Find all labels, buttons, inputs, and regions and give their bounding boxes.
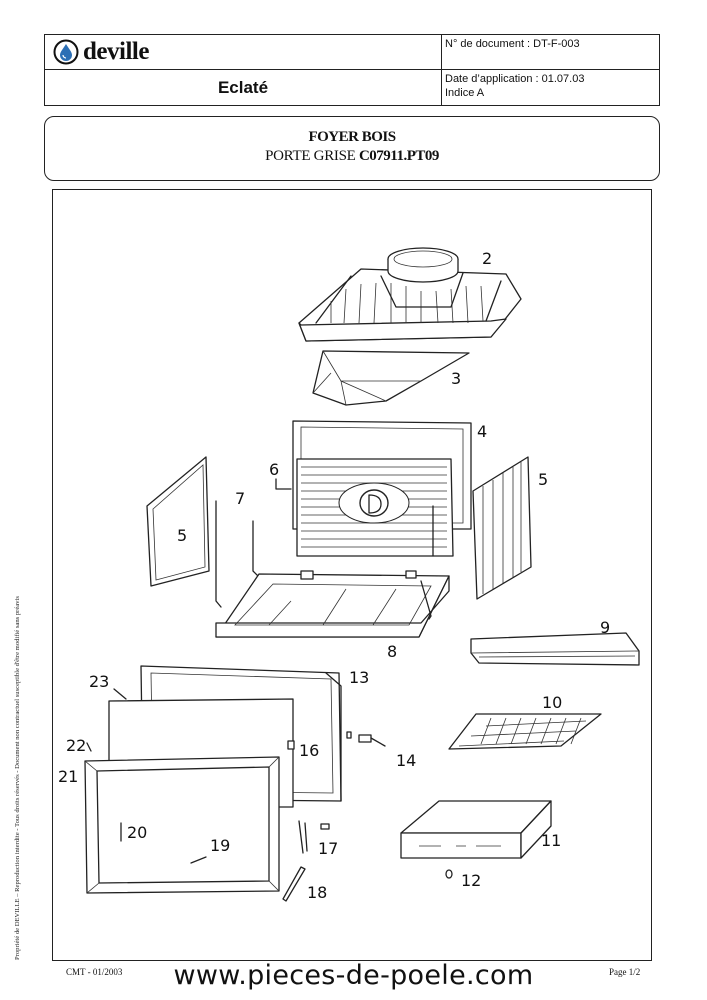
part-number-6: 6 bbox=[269, 460, 279, 479]
part-number-22: 22 bbox=[66, 736, 86, 755]
part-number-8: 8 bbox=[387, 642, 397, 661]
deville-logo: deville bbox=[53, 38, 149, 66]
part-12-screw bbox=[445, 869, 453, 879]
part-14-hinge bbox=[346, 731, 386, 747]
part-number-19: 19 bbox=[210, 836, 230, 855]
part-5-left-side-panel bbox=[146, 456, 210, 587]
part-18-key bbox=[282, 866, 306, 902]
part-number-4: 4 bbox=[477, 422, 487, 441]
part-number-9: 9 bbox=[600, 618, 610, 637]
part-number-23: 23 bbox=[89, 672, 109, 691]
part-number-17: 17 bbox=[318, 839, 338, 858]
part-number-21: 21 bbox=[58, 767, 78, 786]
footer-page-number: Page 1/2 bbox=[609, 967, 641, 977]
page-title: Eclaté bbox=[217, 78, 269, 97]
part-7-rod-b bbox=[252, 520, 260, 578]
footer-revision: CMT - 01/2003 bbox=[66, 967, 123, 977]
part-number-14: 14 bbox=[396, 751, 416, 770]
footer-website: www.pieces-de-poele.com bbox=[173, 960, 534, 991]
part-number-16: 16 bbox=[299, 741, 319, 760]
part-9-log-guard bbox=[470, 632, 640, 666]
part-6-fireback-plate bbox=[296, 458, 454, 557]
header-divider-horizontal bbox=[45, 69, 659, 70]
exploded-view-drawing: 2 3 4 6 5 7 5 bbox=[58, 247, 640, 902]
header-table: deville Eclaté N° de document : DT-F-003… bbox=[44, 34, 660, 106]
product-title: FOYER BOIS bbox=[308, 129, 396, 145]
part-number-12: 12 bbox=[461, 871, 481, 890]
part-5-right-side-panel bbox=[472, 456, 532, 600]
part-number-5-right: 5 bbox=[538, 470, 548, 489]
title-box: FOYER BOIS PORTE GRISE C07911.PT09 bbox=[44, 116, 660, 181]
logo-text: deville bbox=[83, 38, 149, 65]
part-number-10: 10 bbox=[542, 693, 562, 712]
document-number: N° de document : DT-F-003 bbox=[445, 38, 580, 50]
part-10-grate bbox=[448, 713, 602, 750]
part-number-18: 18 bbox=[307, 883, 327, 902]
part-17-handle bbox=[298, 820, 330, 854]
part-number-20: 20 bbox=[127, 823, 147, 842]
part-number-7: 7 bbox=[235, 489, 245, 508]
part-16-clip bbox=[287, 740, 295, 750]
copyright-side-text: Propriété de DEVILLE – Reproduction inte… bbox=[14, 596, 21, 960]
header-divider-vertical bbox=[441, 35, 442, 105]
part-3-deflector bbox=[312, 350, 470, 406]
leader-line-6 bbox=[275, 478, 292, 490]
leader-line-23 bbox=[113, 688, 127, 700]
part-2-hood bbox=[298, 247, 522, 342]
part-number-2: 2 bbox=[482, 249, 492, 268]
product-reference: C07911.PT09 bbox=[358, 148, 439, 164]
leader-line-19 bbox=[190, 856, 207, 864]
index-label: Indice A bbox=[445, 87, 485, 99]
part-number-5-left: 5 bbox=[177, 526, 187, 545]
part-11-ash-pan bbox=[400, 800, 552, 859]
part-22-pin bbox=[86, 742, 92, 752]
part-8-base-frame bbox=[215, 570, 450, 638]
part-number-13: 13 bbox=[349, 668, 369, 687]
product-subtitle: PORTE GRISE C07911.PT09 bbox=[45, 148, 659, 165]
part-number-3: 3 bbox=[451, 369, 461, 388]
part-number-11: 11 bbox=[541, 831, 561, 850]
part-7-rod bbox=[215, 500, 222, 608]
exploded-view-frame: 2 3 4 6 5 7 5 bbox=[52, 189, 652, 961]
product-subtitle-prefix: PORTE GRISE bbox=[265, 148, 359, 164]
date-application: Date d’application : 01.07.03 bbox=[445, 73, 585, 85]
part-21-door-outer-frame bbox=[84, 756, 280, 894]
drop-logo-icon bbox=[53, 39, 79, 65]
date-application-block: Date d’application : 01.07.03 Indice A bbox=[445, 72, 584, 100]
